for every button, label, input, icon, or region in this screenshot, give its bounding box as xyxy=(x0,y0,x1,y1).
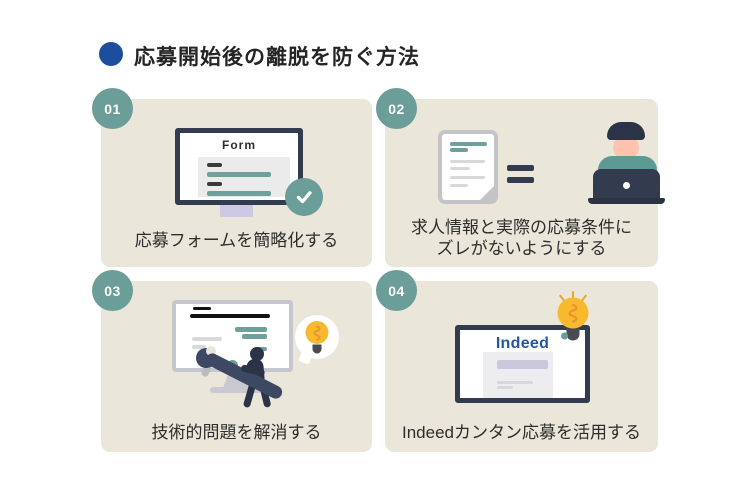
caption-line-2: ズレがないようにする xyxy=(436,239,607,258)
field-label-line xyxy=(207,163,222,167)
laptop-logo-dot xyxy=(623,182,630,189)
doc-text-line xyxy=(450,167,470,170)
card-simplify-form: 01 Form 応募フォームを簡略化する xyxy=(92,88,372,267)
form-text-line xyxy=(497,381,533,384)
screen-teal-dash xyxy=(257,347,267,351)
monitor-stand xyxy=(220,205,253,217)
card-caption: Indeedカンタン応募を活用する xyxy=(402,423,641,442)
worker-head xyxy=(250,347,264,361)
monitor-icon: Form xyxy=(175,128,303,205)
laptop-base xyxy=(588,198,665,204)
page-fold xyxy=(480,186,494,200)
doc-text-line xyxy=(450,160,485,163)
wrench-icon xyxy=(205,353,283,399)
bulb-glass xyxy=(557,297,589,329)
document-icon xyxy=(438,130,498,204)
card-fix-technical-issues: 03 xyxy=(92,270,372,452)
bulb-filament xyxy=(568,303,578,323)
doc-title-line xyxy=(450,148,468,152)
bulb-base xyxy=(312,344,322,354)
bulb-ray xyxy=(559,294,565,302)
card-caption: 技術的問題を解消する xyxy=(151,423,322,442)
doc-title-line xyxy=(450,142,487,146)
form-text-line xyxy=(497,386,513,389)
card-caption: 応募フォームを簡略化する xyxy=(134,231,339,250)
bulb-ray xyxy=(572,291,574,298)
screen-gray-line xyxy=(192,345,206,349)
form-screen-label: Form xyxy=(222,138,256,152)
monitor-base xyxy=(210,387,262,393)
browser-screen-icon: Indeed xyxy=(455,325,590,403)
indeed-logo: Indeed xyxy=(495,335,550,352)
field-label-line xyxy=(207,182,222,186)
equals-icon xyxy=(507,165,534,171)
doc-text-line xyxy=(450,176,485,179)
bulb-base xyxy=(566,328,580,341)
input-line xyxy=(207,191,271,196)
step-badge: 04 xyxy=(376,270,417,311)
equals-icon xyxy=(507,177,534,183)
title-bullet-icon xyxy=(99,42,123,66)
input-line xyxy=(207,172,271,177)
doc-text-line xyxy=(450,184,468,187)
hair xyxy=(607,122,645,140)
step-badge: 02 xyxy=(376,88,417,129)
screen-gray-line xyxy=(192,337,222,341)
step-badge: 03 xyxy=(92,270,133,311)
screen-teal-line xyxy=(242,334,267,339)
form-panel xyxy=(198,157,290,197)
card-use-indeed-easy-apply: 04 Indeed Indeedカンタン応募を活用する xyxy=(376,270,658,452)
apply-form-panel xyxy=(483,352,553,398)
screen-teal-line xyxy=(235,327,267,332)
screen-text-line xyxy=(193,307,211,310)
teal-dot xyxy=(561,332,568,340)
form-field-bar xyxy=(497,360,548,369)
bulb-glass xyxy=(305,321,329,344)
checkmark-glyph xyxy=(296,191,312,204)
card-caption: 求人情報と実際の応募条件に ズレがないようにする xyxy=(385,217,658,259)
caption-line-1: 求人情報と実際の応募条件に xyxy=(411,218,632,237)
checkmark-icon xyxy=(285,178,323,216)
screen-underline xyxy=(190,314,270,318)
worker-leg xyxy=(243,383,256,408)
step-badge: 01 xyxy=(92,88,133,129)
bulb-filament xyxy=(313,325,321,341)
worker-arm xyxy=(241,364,265,377)
card-match-job-conditions: 02 求人情報と実際の応募条件に ズレがないようにする xyxy=(376,88,665,267)
lightbulb-icon xyxy=(305,321,329,354)
bulb-ray xyxy=(581,294,587,302)
lightbulb-icon xyxy=(557,291,589,341)
worker-with-wrench-icon xyxy=(196,346,283,408)
page-title: 応募開始後の離脱を防ぐ方法 xyxy=(134,46,420,69)
